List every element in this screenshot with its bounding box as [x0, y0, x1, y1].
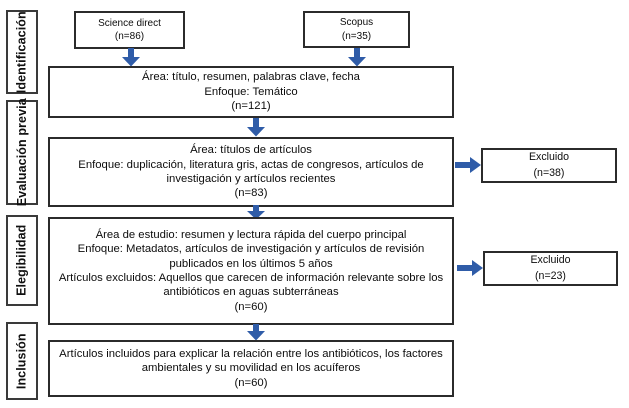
stage-label-evaluacion-previa: Evaluación previa	[14, 98, 29, 207]
arrow-down-identificacion-to-evaluacion	[246, 118, 266, 137]
step-box-elegibilidad: Área de estudio: resumen y lectura rápid…	[48, 217, 454, 325]
step-line: Área: título, resumen, palabras clave, f…	[142, 71, 360, 84]
step-line: publicados en los últimos 5 años	[169, 257, 333, 270]
step-line: Enfoque: Temático	[204, 85, 298, 98]
excluded-label: Excluido	[530, 254, 571, 267]
arrow-down-evaluacion-to-elegibilidad	[246, 205, 266, 220]
step-line: Área: títulos de artículos	[190, 144, 312, 157]
source-box-science-direct: Science direct (n=86)	[74, 11, 185, 49]
stage-label-identificacion: Identificación	[14, 11, 29, 93]
excluded-count: (n=38)	[533, 166, 565, 179]
source-name-science-direct: Science direct	[98, 17, 161, 29]
stage-box-evaluacion-previa: Evaluación previa	[6, 98, 38, 207]
arrow-down-scopus	[347, 48, 367, 67]
step-box-inclusion: Artículos incluidos para explicar la rel…	[48, 340, 454, 397]
arrow-down-science-direct	[121, 48, 141, 67]
stage-box-inclusion: Inclusión	[6, 322, 38, 400]
stage-box-elegibilidad: Elegibilidad	[6, 215, 38, 306]
step-line: ambientales y su movilidad en los acuífe…	[141, 362, 361, 375]
excluded-box-evaluacion-previa: Excluido (n=38)	[481, 148, 617, 183]
stage-label-elegibilidad: Elegibilidad	[14, 224, 29, 297]
step-box-evaluacion-previa: Área: títulos de artículos Enfoque: dupl…	[48, 137, 454, 207]
excluded-box-elegibilidad: Excluido (n=23)	[483, 251, 618, 286]
source-name-scopus: Scopus	[339, 17, 374, 28]
stage-box-identificacion: Identificación	[6, 10, 38, 94]
excluded-count: (n=23)	[535, 269, 566, 282]
arrow-right-to-excluded-38	[455, 156, 482, 174]
step-line: investigación y artículos recientes	[166, 173, 336, 185]
stage-label-inclusion: Inclusión	[14, 333, 29, 389]
step-line: antibióticos en aguas subterráneas	[163, 286, 339, 299]
step-line: Enfoque: Metadatos, artículos de investi…	[77, 243, 425, 256]
arrow-down-elegibilidad-to-inclusion	[246, 324, 266, 341]
step-count-evaluacion-previa: (n=83)	[234, 187, 268, 200]
source-count-science-direct: (n=86)	[114, 31, 145, 42]
step-line: Enfoque: duplicación, literatura gris, a…	[78, 158, 424, 171]
step-count-identificacion: (n=121)	[231, 100, 271, 113]
arrow-right-to-excluded-23	[457, 259, 484, 277]
step-line: Artículos excluidos: Aquellos que carece…	[58, 272, 444, 284]
step-count-inclusion: (n=60)	[234, 376, 268, 389]
step-box-identificacion: Área: título, resumen, palabras clave, f…	[48, 66, 454, 118]
source-box-scopus: Scopus (n=35)	[303, 11, 410, 48]
step-line: Área de estudio: resumen y lectura rápid…	[95, 228, 407, 241]
step-count-elegibilidad: (n=60)	[234, 300, 268, 313]
excluded-label: Excluido	[528, 151, 570, 164]
step-line: Artículos incluidos para explicar la rel…	[59, 347, 443, 360]
source-count-scopus: (n=35)	[341, 30, 372, 42]
